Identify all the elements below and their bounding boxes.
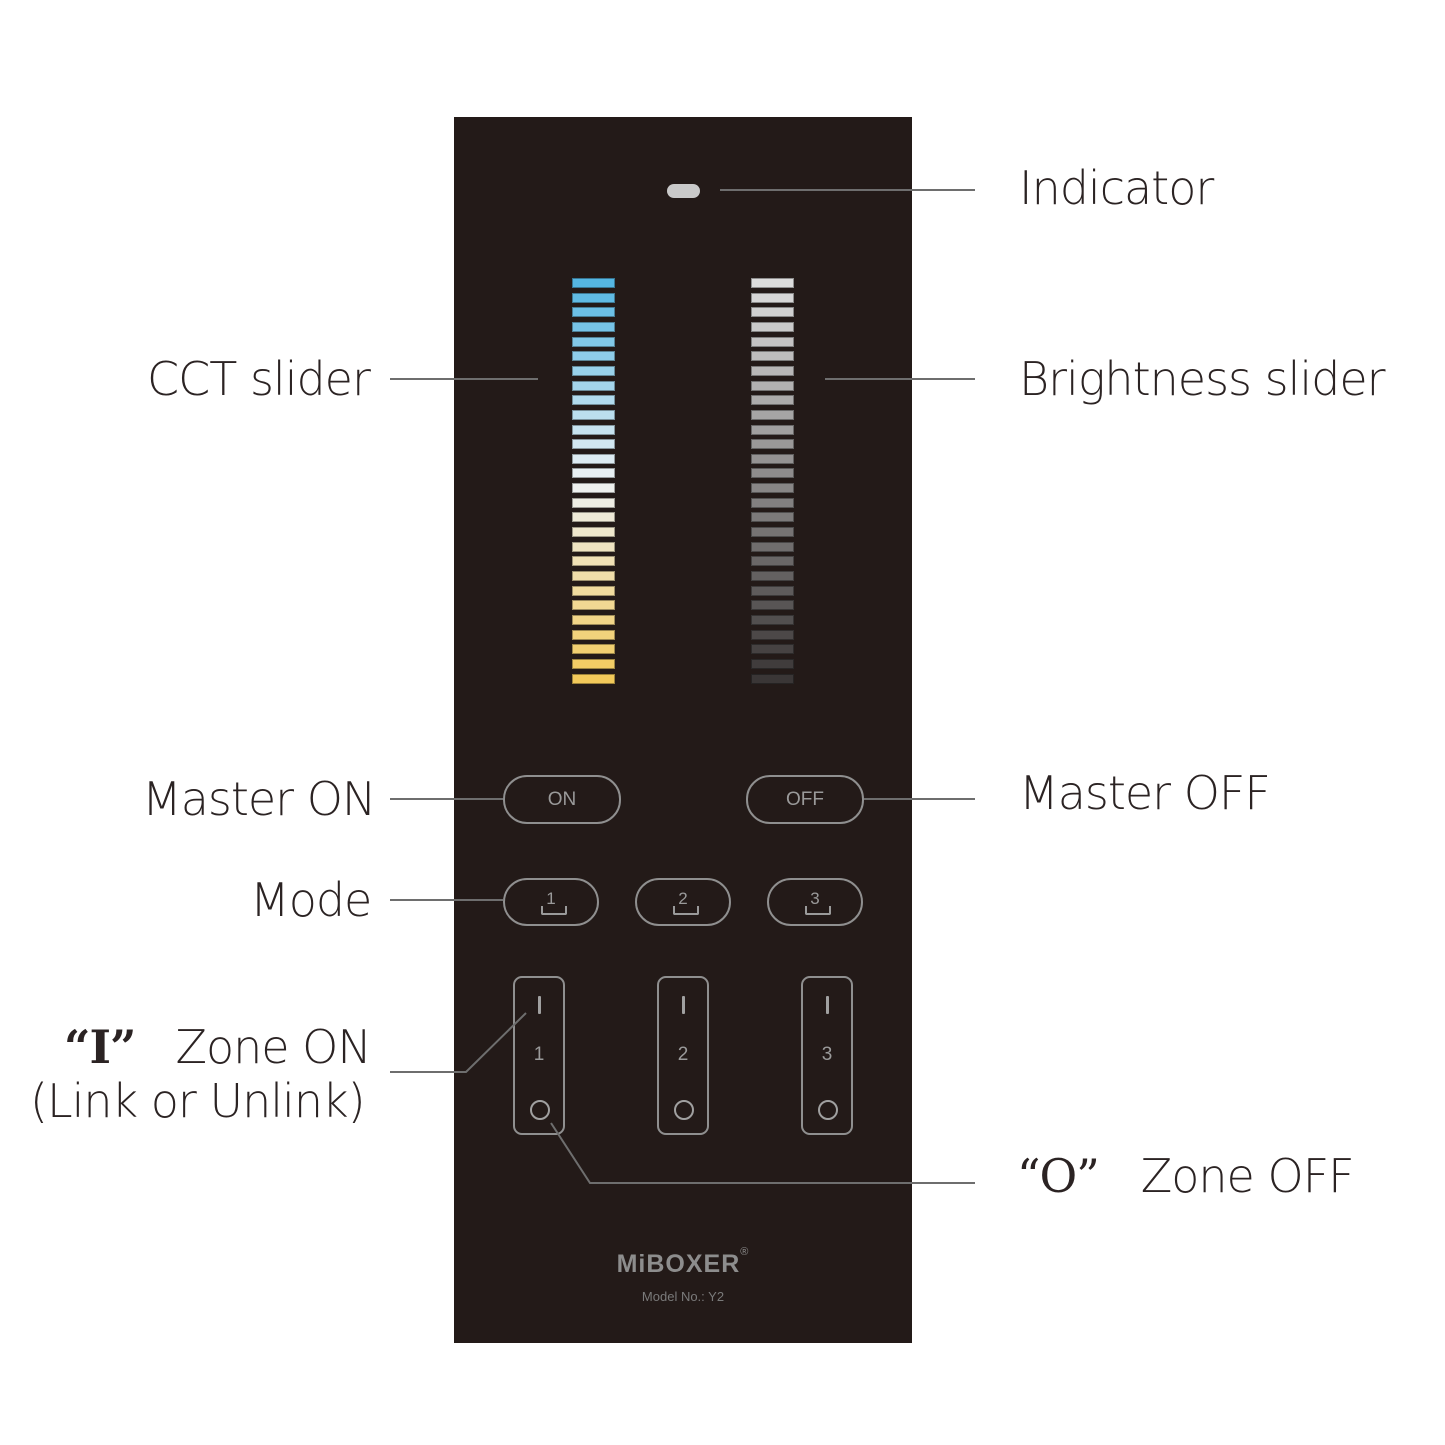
zone-off-label: “O”Zone OFF bbox=[1017, 1153, 1355, 1199]
tray-icon bbox=[673, 906, 699, 915]
tray-icon bbox=[541, 906, 567, 915]
slider-segment[interactable] bbox=[751, 673, 794, 684]
master-off-label: Master OFF bbox=[1019, 766, 1271, 820]
slider-segment[interactable] bbox=[751, 453, 794, 464]
mode-button-2[interactable]: 2 bbox=[635, 878, 731, 926]
slider-segment[interactable] bbox=[572, 351, 615, 362]
slider-segment[interactable] bbox=[751, 512, 794, 523]
zone-off-circle-icon[interactable] bbox=[818, 1100, 838, 1120]
slider-segment[interactable] bbox=[751, 658, 794, 669]
slider-segment[interactable] bbox=[572, 292, 615, 303]
slider-segment[interactable] bbox=[751, 468, 794, 479]
cct-slider-label: CCT slider bbox=[147, 352, 371, 406]
slider-segment[interactable] bbox=[751, 600, 794, 611]
slider-segment[interactable] bbox=[572, 571, 615, 581]
slider-segment[interactable] bbox=[751, 395, 794, 406]
zone-button-2[interactable]: 2 bbox=[657, 976, 709, 1135]
master-on-label: Master ON bbox=[142, 772, 376, 826]
slider-segment[interactable] bbox=[751, 307, 794, 318]
zone-number: 1 bbox=[533, 1044, 545, 1065]
slider-segment[interactable] bbox=[572, 629, 615, 640]
zone-number: 2 bbox=[677, 1044, 689, 1065]
slider-segment[interactable] bbox=[751, 424, 794, 435]
slider-segment[interactable] bbox=[751, 365, 794, 376]
slider-segment[interactable] bbox=[751, 292, 794, 303]
slider-segment[interactable] bbox=[572, 585, 615, 596]
zone-on-bar-icon[interactable] bbox=[826, 996, 829, 1014]
brightness-slider-label: Brightness slider bbox=[1019, 352, 1386, 406]
slider-segment[interactable] bbox=[572, 278, 615, 288]
slider-segment[interactable] bbox=[751, 409, 794, 420]
slider-segment[interactable] bbox=[751, 614, 794, 625]
slider-segment[interactable] bbox=[572, 336, 615, 347]
slider-segment[interactable] bbox=[572, 424, 615, 435]
tray-icon bbox=[805, 906, 831, 915]
slider-segment[interactable] bbox=[572, 556, 615, 567]
zone-number: 3 bbox=[821, 1044, 833, 1065]
mode-button-1[interactable]: 1 bbox=[503, 878, 599, 926]
mode-number: 2 bbox=[678, 889, 688, 908]
slider-segment[interactable] bbox=[572, 512, 615, 523]
zone-off-circle-icon[interactable] bbox=[530, 1100, 550, 1120]
slider-segment[interactable] bbox=[751, 527, 794, 538]
slider-segment[interactable] bbox=[751, 556, 794, 567]
slider-segment[interactable] bbox=[572, 483, 615, 494]
mode-number: 1 bbox=[546, 889, 556, 908]
slider-segment[interactable] bbox=[572, 380, 615, 391]
slider-segment[interactable] bbox=[751, 497, 794, 508]
slider-segment[interactable] bbox=[572, 439, 615, 450]
zone-on-label: “I”Zone ON bbox=[64, 1024, 372, 1070]
slider-segment[interactable] bbox=[572, 453, 615, 464]
master-off-button[interactable]: OFF bbox=[746, 775, 864, 824]
slider-segment[interactable] bbox=[751, 571, 794, 581]
slider-segment[interactable] bbox=[572, 321, 615, 332]
zone-on-sublabel: (Link or Unlink) bbox=[30, 1074, 366, 1128]
slider-segment[interactable] bbox=[751, 541, 794, 552]
slider-segment[interactable] bbox=[572, 395, 615, 406]
mode-label: Mode bbox=[250, 873, 372, 927]
zone-on-bar-icon[interactable] bbox=[538, 996, 541, 1014]
slider-segment[interactable] bbox=[572, 644, 615, 655]
zone-off-quote: “O” bbox=[1017, 1149, 1100, 1203]
slider-segment[interactable] bbox=[751, 336, 794, 347]
slider-segment[interactable] bbox=[572, 600, 615, 611]
registered-mark: ® bbox=[740, 1246, 750, 1258]
slider-segment[interactable] bbox=[751, 629, 794, 640]
slider-segment[interactable] bbox=[751, 483, 794, 494]
slider-segment[interactable] bbox=[751, 380, 794, 391]
slider-segment[interactable] bbox=[751, 278, 794, 288]
zone-button-1[interactable]: 1 bbox=[513, 976, 565, 1135]
zone-on-bar-icon[interactable] bbox=[682, 996, 685, 1014]
slider-segment[interactable] bbox=[572, 307, 615, 318]
slider-segment[interactable] bbox=[572, 527, 615, 538]
zone-button-3[interactable]: 3 bbox=[801, 976, 853, 1135]
brand-name: MiBOXER bbox=[616, 1250, 741, 1278]
zone-off-text: Zone OFF bbox=[1140, 1149, 1355, 1203]
slider-segment[interactable] bbox=[572, 658, 615, 669]
slider-segment[interactable] bbox=[572, 409, 615, 420]
remote-panel bbox=[454, 117, 912, 1343]
slider-segment[interactable] bbox=[572, 614, 615, 625]
mode-number: 3 bbox=[810, 889, 820, 908]
zone-on-text: Zone ON bbox=[175, 1020, 371, 1074]
zone-on-quote: “I” bbox=[64, 1020, 136, 1074]
slider-segment[interactable] bbox=[572, 497, 615, 508]
slider-segment[interactable] bbox=[751, 439, 794, 450]
slider-segment[interactable] bbox=[572, 673, 615, 684]
slider-segment[interactable] bbox=[751, 351, 794, 362]
slider-segment[interactable] bbox=[572, 541, 615, 552]
indicator-label: Indicator bbox=[1019, 161, 1214, 215]
indicator-light bbox=[667, 184, 700, 198]
brand-logo: MiBOXER® bbox=[454, 1246, 912, 1279]
slider-segment[interactable] bbox=[751, 644, 794, 655]
slider-segment[interactable] bbox=[572, 468, 615, 479]
slider-segment[interactable] bbox=[751, 585, 794, 596]
model-number: Model No.: Y2 bbox=[641, 1289, 725, 1304]
zone-off-circle-icon[interactable] bbox=[674, 1100, 694, 1120]
slider-segment[interactable] bbox=[751, 321, 794, 332]
master-on-button[interactable]: ON bbox=[503, 775, 621, 824]
slider-segment[interactable] bbox=[572, 365, 615, 376]
mode-button-3[interactable]: 3 bbox=[767, 878, 863, 926]
